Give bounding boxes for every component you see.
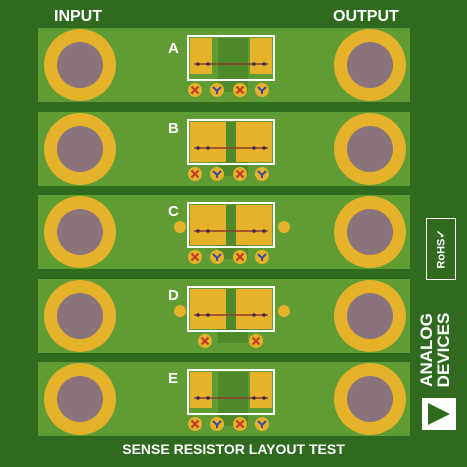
resistor-outline (187, 35, 275, 81)
output-hole (347, 293, 393, 339)
resistor-pad-right (250, 372, 272, 408)
input-hole (57, 126, 103, 172)
via-dot (262, 146, 266, 150)
test-mark (235, 85, 245, 95)
input-hole (57, 42, 103, 88)
via-dot (206, 313, 210, 317)
row-letter-a: A (168, 40, 179, 57)
output-hole (347, 376, 393, 422)
side-pin (278, 221, 290, 233)
test-mark (257, 253, 267, 261)
brand-line-2: DEVICES (434, 312, 453, 388)
resistor-pad-right (236, 289, 272, 329)
row-letter-c: C (168, 203, 179, 220)
rohs-check-icon: RoHS✓ (435, 229, 448, 269)
brand-line-1: ANALOG (417, 313, 436, 387)
resistor-outline (187, 369, 275, 415)
row-letter-e: E (168, 370, 179, 387)
rohs-badge: RoHS✓ (426, 218, 456, 280)
test-mark (212, 86, 222, 94)
via-dot (206, 229, 210, 233)
resistor-pad-left (190, 372, 212, 408)
via-dot (252, 396, 256, 400)
via-dot (196, 62, 200, 66)
resistor-pad-right (236, 205, 272, 245)
input-label: INPUT (54, 8, 102, 25)
via-dot (252, 146, 256, 150)
via-dot (196, 396, 200, 400)
test-mark (257, 86, 267, 94)
via-dot (262, 229, 266, 233)
via-dot (252, 313, 256, 317)
test-mark (257, 420, 267, 428)
via-dot (196, 313, 200, 317)
output-hole (347, 42, 393, 88)
test-mark (235, 252, 245, 262)
test-mark (190, 419, 200, 429)
input-hole (57, 376, 103, 422)
test-mark (212, 420, 222, 428)
via-dot (196, 229, 200, 233)
via-dot (262, 396, 266, 400)
test-mark (190, 252, 200, 262)
via-dot (206, 62, 210, 66)
analog-devices-triangle-icon (422, 398, 456, 430)
output-label: OUTPUT (333, 8, 399, 25)
resistor-outline (187, 119, 275, 165)
via-dot (252, 229, 256, 233)
resistor-pad-left (190, 122, 226, 162)
row-letter-b: B (168, 120, 179, 137)
via-dot (196, 146, 200, 150)
resistor-outline (187, 202, 275, 248)
via-dot (206, 396, 210, 400)
resistor-outline (187, 286, 275, 332)
test-mark (257, 170, 267, 178)
row-letter-d: D (168, 287, 179, 304)
test-mark (212, 170, 222, 178)
resistor-pad-left (190, 205, 226, 245)
copper-slot (218, 372, 248, 426)
input-hole (57, 209, 103, 255)
test-mark (190, 169, 200, 179)
footer-title: SENSE RESISTOR LAYOUT TEST (122, 441, 345, 457)
resistor-pad-left (190, 289, 226, 329)
via-dot (262, 313, 266, 317)
resistor-pad-right (236, 122, 272, 162)
resistor-pad-left (190, 38, 212, 74)
resistor-pad-right (250, 38, 272, 74)
test-mark (235, 419, 245, 429)
test-mark (200, 336, 210, 346)
output-hole (347, 126, 393, 172)
side-pin (174, 305, 186, 317)
side-pin (278, 305, 290, 317)
via-dot (262, 62, 266, 66)
side-pin (174, 221, 186, 233)
via-dot (206, 146, 210, 150)
test-mark (235, 169, 245, 179)
test-mark (251, 336, 261, 346)
copper-slot (218, 38, 248, 92)
test-mark (212, 253, 222, 261)
test-mark (190, 85, 200, 95)
via-dot (252, 62, 256, 66)
output-hole (347, 209, 393, 255)
input-hole (57, 293, 103, 339)
